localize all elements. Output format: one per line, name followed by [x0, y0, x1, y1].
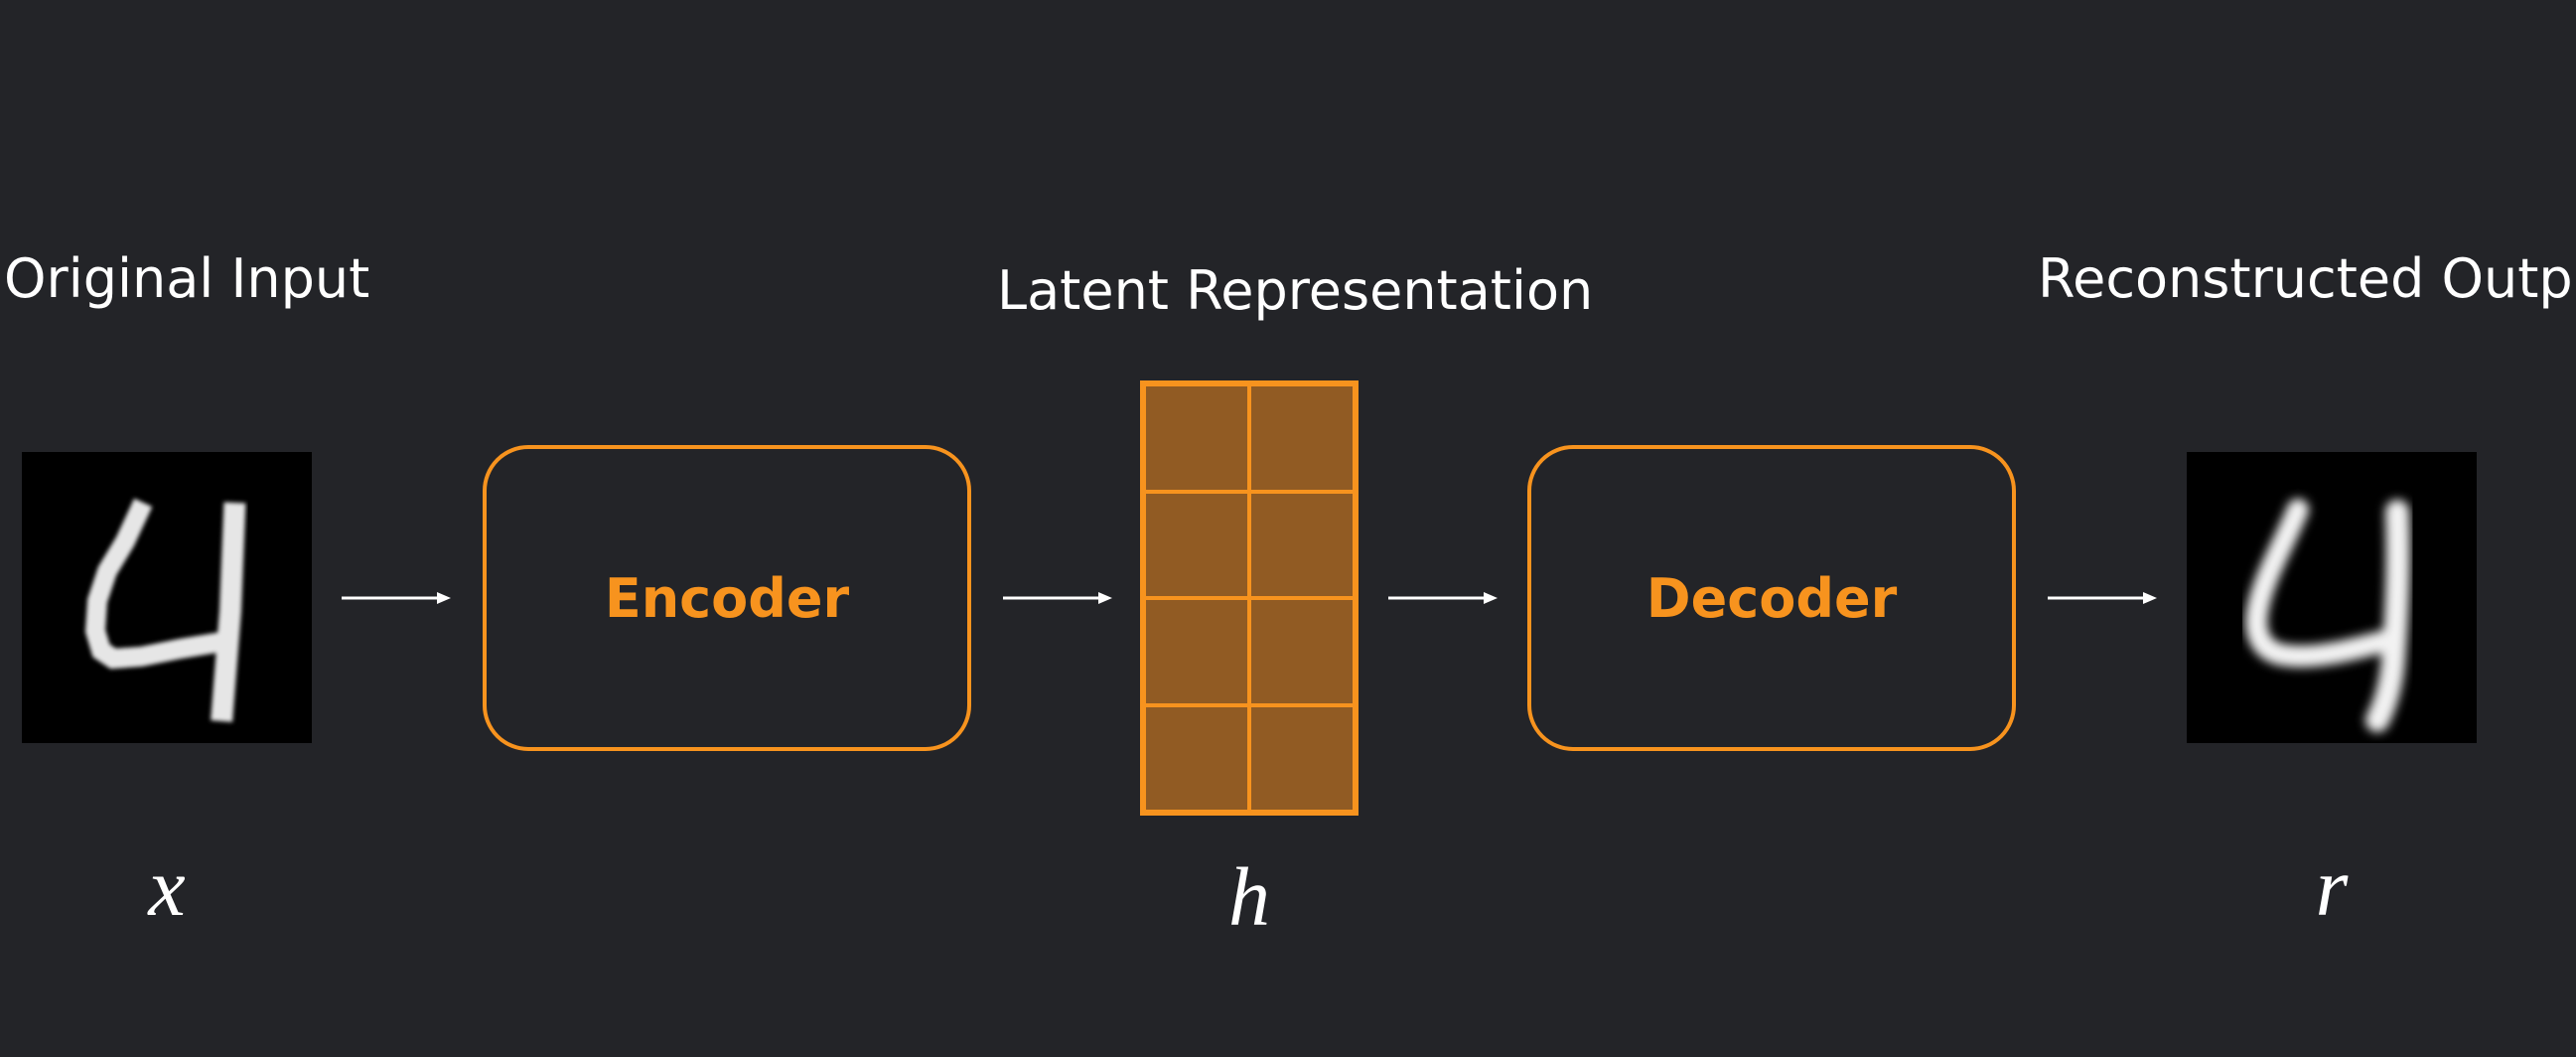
encoder-block: Encoder [483, 445, 971, 751]
latent-cell [1249, 704, 1355, 812]
reconstructed-output-label: Reconstructed Output [2038, 247, 2576, 310]
latent-cell [1144, 598, 1249, 705]
arrow-encoder-to-latent [1003, 588, 1112, 608]
decoder-block: Decoder [1527, 445, 2016, 751]
latent-cell [1144, 704, 1249, 812]
latent-cell [1249, 598, 1355, 705]
latent-cell [1249, 491, 1355, 598]
input-variable-x: x [148, 841, 186, 934]
arrow-decoder-to-output [2048, 588, 2157, 608]
latent-cell [1144, 384, 1249, 492]
output-variable-r: r [2315, 841, 2349, 934]
arrow-input-to-encoder [342, 588, 451, 608]
latent-cell [1144, 491, 1249, 598]
latent-variable-h: h [1228, 851, 1270, 944]
decoder-label: Decoder [1646, 566, 1898, 630]
arrow-latent-to-decoder [1388, 588, 1498, 608]
original-input-label: Original Input [4, 247, 370, 310]
encoder-label: Encoder [604, 566, 850, 630]
output-digit-image [2187, 452, 2477, 743]
latent-representation-label: Latent Representation [997, 259, 1594, 322]
latent-cell [1249, 384, 1355, 492]
latent-grid [1140, 380, 1359, 816]
input-digit-image [22, 452, 312, 743]
